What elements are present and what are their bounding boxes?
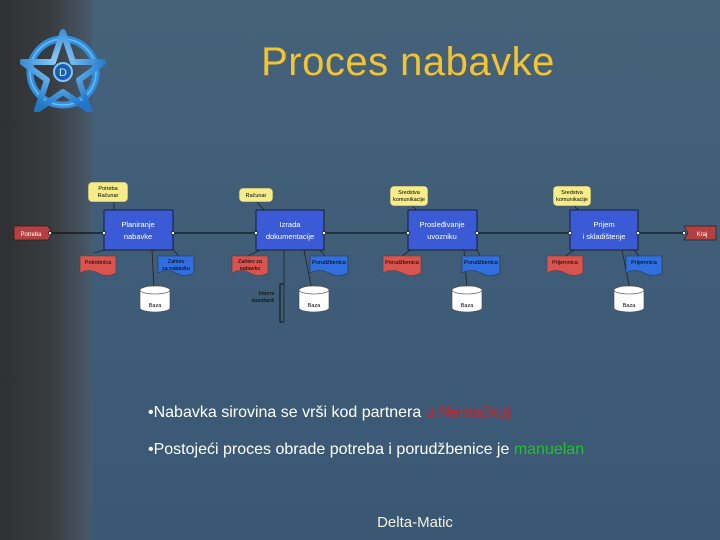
svg-text:Zahtev za: Zahtev za xyxy=(238,259,263,265)
resource-box-3: Sredstva komunikacije xyxy=(389,185,429,207)
database-2: Baza xyxy=(298,285,330,313)
flow-dots xyxy=(48,231,686,235)
start-event: Potreba xyxy=(13,225,53,241)
resource-box-4: Sredstva komunikacije xyxy=(552,185,592,207)
bullet-item-1: •Nabavka sirovina se vrši kod partnera u… xyxy=(148,404,511,421)
svg-text:Porudžbenica: Porudžbenica xyxy=(385,260,420,266)
svg-text:nabavke: nabavke xyxy=(124,232,152,241)
svg-text:Kraj: Kraj xyxy=(697,232,708,238)
svg-text:komunikacije: komunikacije xyxy=(393,197,425,203)
svg-text:standardi: standardi xyxy=(251,298,274,304)
svg-text:i skladištenje: i skladištenje xyxy=(583,232,626,241)
svg-text:Porudžbenica: Porudžbenica xyxy=(464,260,499,266)
process-box-izrada: Izrada dokumentacije xyxy=(255,209,325,251)
svg-text:za nabavku: za nabavku xyxy=(162,266,190,272)
svg-text:Prosleđivanje: Prosleđivanje xyxy=(419,220,464,229)
svg-text:Baza: Baza xyxy=(308,303,321,309)
doc-blue-2: Porudžbenica xyxy=(309,255,349,276)
annotation-interni-standardi: Interni standardi xyxy=(251,283,284,323)
svg-text:nabavku: nabavku xyxy=(240,266,261,272)
svg-text:Interni: Interni xyxy=(259,291,274,297)
resource-box-2: Računar xyxy=(238,187,274,203)
svg-text:Prijemnica: Prijemnica xyxy=(631,260,658,266)
page-title: Proces nabavke xyxy=(261,40,555,84)
highlight-nemackoj: u Nemačkoj xyxy=(425,404,511,421)
svg-text:Prijem: Prijem xyxy=(593,220,614,229)
doc-blue-4: Prijemnica xyxy=(625,255,663,276)
doc-red-3: Porudžbenica xyxy=(382,255,422,276)
database-3: Baza xyxy=(451,285,483,313)
svg-text:D: D xyxy=(59,67,67,79)
bullet-item-2: •Postojeći proces obrade potreba i porud… xyxy=(148,441,585,458)
process-diagram: Potreba Kraj Planiranje nabavke Izrada d… xyxy=(13,181,717,323)
svg-text:Izrada: Izrada xyxy=(280,220,302,229)
svg-text:Planiranje: Planiranje xyxy=(121,220,154,229)
svg-text:Računar: Računar xyxy=(246,193,267,199)
svg-text:Prijemnica: Prijemnica xyxy=(552,260,579,266)
doc-red-1: Potrebnica xyxy=(79,255,117,276)
resource-box-1: Potreba Računar xyxy=(87,181,129,203)
database-4: Baza xyxy=(613,285,645,313)
database-1: Baza xyxy=(139,285,171,313)
doc-blue-1: Zahtev za nabavku xyxy=(157,255,195,276)
svg-text:Porudžbenica: Porudžbenica xyxy=(312,260,347,266)
svg-text:Računar: Računar xyxy=(98,193,119,199)
svg-text:Sredstva: Sredstva xyxy=(398,190,421,196)
doc-red-4: Prijemnica xyxy=(546,255,584,276)
end-event: Kraj xyxy=(683,225,717,241)
svg-text:dokumentacije: dokumentacije xyxy=(266,232,314,241)
process-box-planiranje: Planiranje nabavke xyxy=(103,209,174,251)
svg-text:Baza: Baza xyxy=(623,303,636,309)
svg-text:Baza: Baza xyxy=(149,303,162,309)
svg-text:Potreba: Potreba xyxy=(98,186,118,192)
pentagram-star-logo-icon: D xyxy=(20,29,106,112)
svg-text:uvozniku: uvozniku xyxy=(427,232,457,241)
process-box-prijem: Prijem i skladištenje xyxy=(569,209,639,251)
process-box-prosledjivanje: Prosleđivanje uvozniku xyxy=(407,209,478,251)
doc-red-2: Zahtev za nabavku xyxy=(231,255,269,276)
svg-text:Potreba: Potreba xyxy=(20,232,42,238)
doc-blue-3: Porudžbenica xyxy=(461,255,501,276)
footer-company: Delta-Matic xyxy=(377,514,453,531)
svg-text:Potrebnica: Potrebnica xyxy=(85,260,112,266)
svg-text:komunikacije: komunikacije xyxy=(556,197,588,203)
svg-text:Zahtev: Zahtev xyxy=(168,259,185,265)
svg-text:Baza: Baza xyxy=(461,303,474,309)
svg-text:Sredstva: Sredstva xyxy=(561,190,584,196)
bullet-list: •Nabavka sirovina se vrši kod partnera u… xyxy=(148,403,628,477)
highlight-manuelan: manuelan xyxy=(513,441,585,458)
